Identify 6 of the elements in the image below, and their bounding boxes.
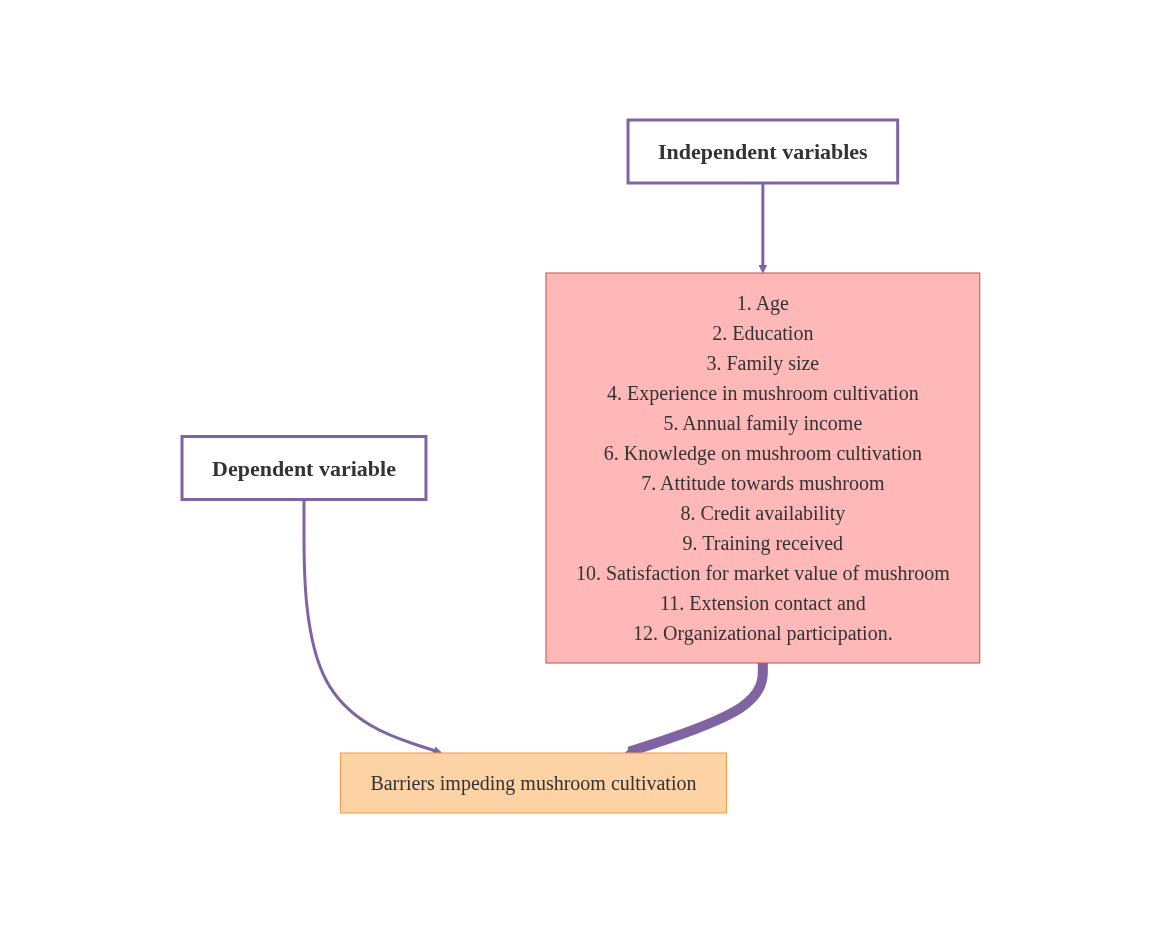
arrow (758, 183, 768, 274)
arrow (302, 499, 443, 755)
node-box: Independent variables (626, 118, 900, 185)
node-box: Barriers impeding mushroom cultivation (340, 752, 728, 814)
node-box: Dependent variable (180, 435, 428, 501)
node-box: 1. Age 2. Education 3. Family size 4. Experience in mushroom cultivation 5. Annual family income 6. Knowledge on mushroom cultivation 7. Attitude towards mushroom 8. Credit availability 9. Training received 10. Satisfaction for market value of mushroom 11. Extension contact and 12. Organizational participation. (545, 272, 981, 664)
